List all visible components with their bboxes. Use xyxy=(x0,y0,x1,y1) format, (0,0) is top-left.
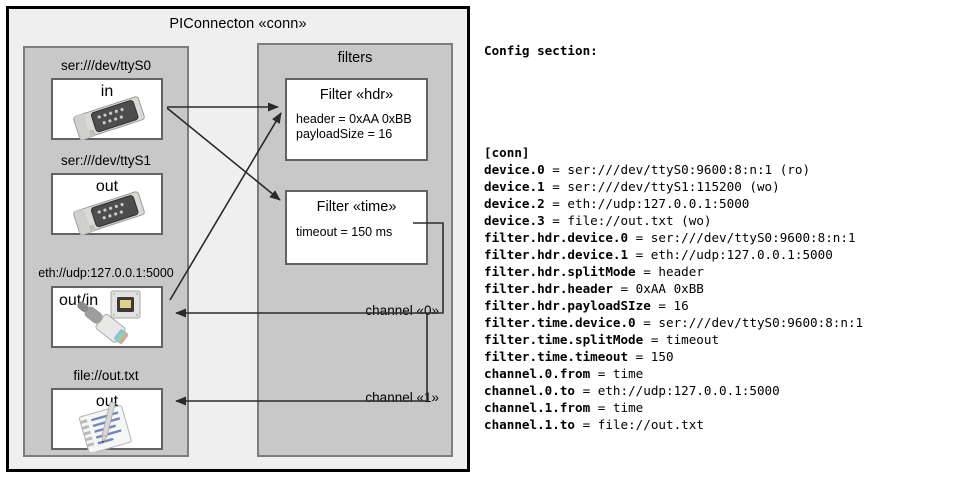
channel-label-1: channel «1» xyxy=(365,390,439,405)
filters-panel-title: filters xyxy=(337,50,373,66)
config-line: filter.time.timeout = 150 xyxy=(484,349,674,364)
device-label-file: file://out.txt xyxy=(73,368,139,383)
devices-panel: ser:///dev/ttyS0 in ser: xyxy=(23,46,189,457)
device-label-ttyS1: ser:///dev/ttyS1 xyxy=(60,153,152,168)
page-title: PIConnecton «conn» xyxy=(169,16,307,32)
config-spacer xyxy=(484,93,960,110)
config-line: channel.1.to = file://out.txt xyxy=(484,417,704,432)
device-io-ttyS1: out xyxy=(95,178,119,195)
device-label-ttyS0: ser:///dev/ttyS0 xyxy=(60,58,152,73)
config-line: filter.hdr.payloadSIze = 16 xyxy=(484,298,689,313)
config-line: channel.1.from = time xyxy=(484,400,644,415)
filter-name-hdr: Filter «hdr» xyxy=(319,87,394,103)
config-line: filter.hdr.splitMode = header xyxy=(484,264,704,279)
config-line: device.0 = ser:///dev/ttyS0:9600:8:n:1 (… xyxy=(484,162,811,177)
filter-box-hdr[interactable]: Filter «hdr» header = 0xAA 0xBB payloadS… xyxy=(285,78,428,161)
text-document-icon xyxy=(78,401,132,452)
device-box-file[interactable]: out xyxy=(51,388,163,452)
uml-diagram-frame: PIConnecton «conn» ser:///dev/ttyS0 in xyxy=(6,6,470,472)
config-line: device.3 = file://out.txt (wo) xyxy=(484,213,712,228)
filter-attr-payloadsize: payloadSize = 16 xyxy=(296,127,393,141)
config-line: filter.time.splitMode = timeout xyxy=(484,332,720,347)
config-line: device.2 = eth://udp:127.0.0.1:5000 xyxy=(484,196,750,211)
config-line: channel.0.from = time xyxy=(484,366,644,381)
config-line: filter.time.device.0 = ser:///dev/ttyS0:… xyxy=(484,315,864,330)
device-io-eth: out/in xyxy=(59,292,99,309)
filter-attr-header: header = 0xAA 0xBB xyxy=(296,112,412,126)
config-line: filter.hdr.device.1 = eth://udp:127.0.0.… xyxy=(484,247,833,262)
ethernet-jack-icon xyxy=(77,290,141,345)
config-line: filter.hdr.header = 0xAA 0xBB xyxy=(484,281,704,296)
filter-attr-timeout: timeout = 150 ms xyxy=(296,225,393,239)
config-line: filter.hdr.device.0 = ser:///dev/ttyS0:9… xyxy=(484,230,856,245)
device-io-ttyS0: in xyxy=(100,83,114,100)
filter-name-time: Filter «time» xyxy=(316,199,397,215)
serial-port-icon xyxy=(73,96,145,141)
filters-panel: filters Filter «hdr» header = 0xAA 0xBB … xyxy=(257,43,453,457)
device-box-ttyS1[interactable]: out xyxy=(51,173,163,236)
config-line: [conn] xyxy=(484,145,530,160)
device-box-ttyS0[interactable]: in xyxy=(51,78,163,141)
device-box-eth[interactable]: out/in xyxy=(51,286,163,348)
config-line: channel.0.to = eth://udp:127.0.0.1:5000 xyxy=(484,383,780,398)
config-section-heading: Config section: xyxy=(484,43,598,58)
config-section: Config section: [conn] device.0 = ser:///… xyxy=(484,8,960,450)
channel-label-0: channel «0» xyxy=(365,303,439,318)
config-lines: [conn] device.0 = ser:///dev/ttyS0:9600:8… xyxy=(484,144,960,433)
config-line: device.1 = ser:///dev/ttyS1:115200 (wo) xyxy=(484,179,780,194)
device-label-eth: eth://udp:127.0.0.1:5000 xyxy=(38,266,174,280)
serial-port-icon xyxy=(73,191,145,236)
filter-box-time[interactable]: Filter «time» timeout = 150 ms xyxy=(285,190,428,265)
